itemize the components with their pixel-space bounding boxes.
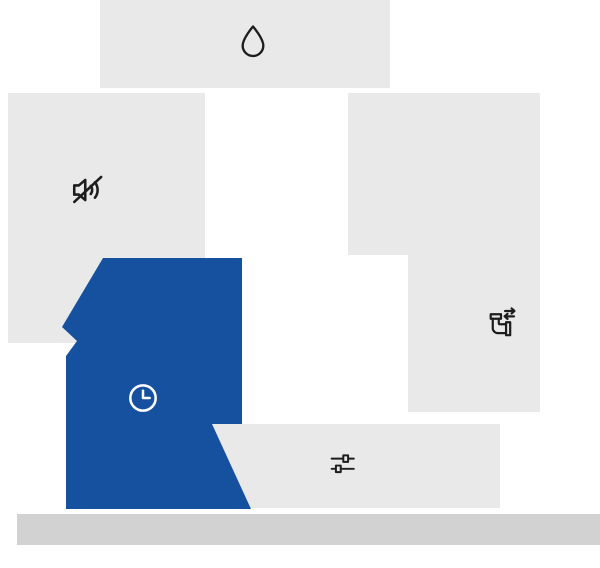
hose-swap-icon xyxy=(482,304,520,342)
tile-water-drop[interactable] xyxy=(100,0,390,88)
bottom-bar xyxy=(17,514,600,545)
water-drop-icon xyxy=(233,22,273,62)
tile-hose[interactable] xyxy=(408,93,540,412)
selected-tile-shape xyxy=(62,258,251,509)
speaker-mute-icon xyxy=(66,168,110,212)
sliders-icon xyxy=(326,447,360,481)
tile-sliders[interactable] xyxy=(210,424,500,508)
tile-time-selected[interactable] xyxy=(58,256,254,510)
clock-icon xyxy=(124,379,162,417)
